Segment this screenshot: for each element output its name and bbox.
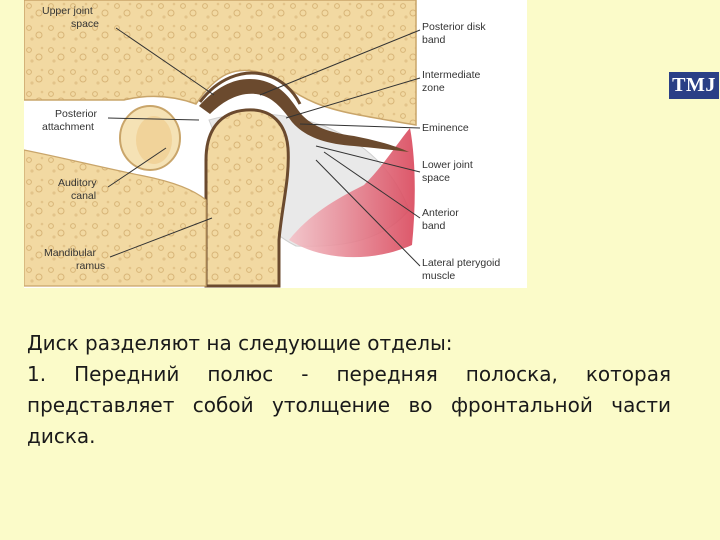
lateral-pterygoid-muscle (289, 128, 415, 258)
tmj-anatomy-figure: Upper joint space Posterior attachment A… (24, 0, 527, 288)
pointer-lines (107, 27, 421, 267)
text-item-1: 1. Передний полюс - передняя полоска, ко… (27, 362, 671, 448)
mandibular-condyle (204, 108, 290, 288)
mandibular-ramus (24, 149, 207, 287)
label-anterior-band: Anterior band (422, 207, 462, 232)
label-posterior-disk-band: Posterior disk band (422, 21, 489, 46)
label-intermediate-zone: Intermediate zone (422, 69, 483, 94)
label-eminence: Eminence (422, 122, 469, 134)
label-posterior-attachment: Posterior attachment (42, 108, 100, 133)
tmj-badge: TMJ (669, 72, 719, 99)
label-auditory-canal: Auditory canal (58, 177, 99, 202)
label-lateral-pterygoid-muscle: Lateral pterygoid muscle (422, 257, 503, 282)
text-heading: Диск разделяют на следующие отделы: (27, 331, 453, 355)
label-mandibular-ramus: Mandibular ramus (44, 247, 105, 272)
label-upper-joint-space: Upper joint space (42, 5, 99, 30)
glenoid-lining (198, 71, 302, 105)
articular-disk (199, 79, 409, 152)
slide-text: Диск разделяют на следующие отделы: 1. П… (27, 328, 671, 452)
label-lower-joint-space: Lower joint space (422, 159, 476, 184)
auditory-canal-inner (136, 116, 172, 164)
tmj-diagram: Upper joint space Posterior attachment A… (24, 0, 503, 288)
